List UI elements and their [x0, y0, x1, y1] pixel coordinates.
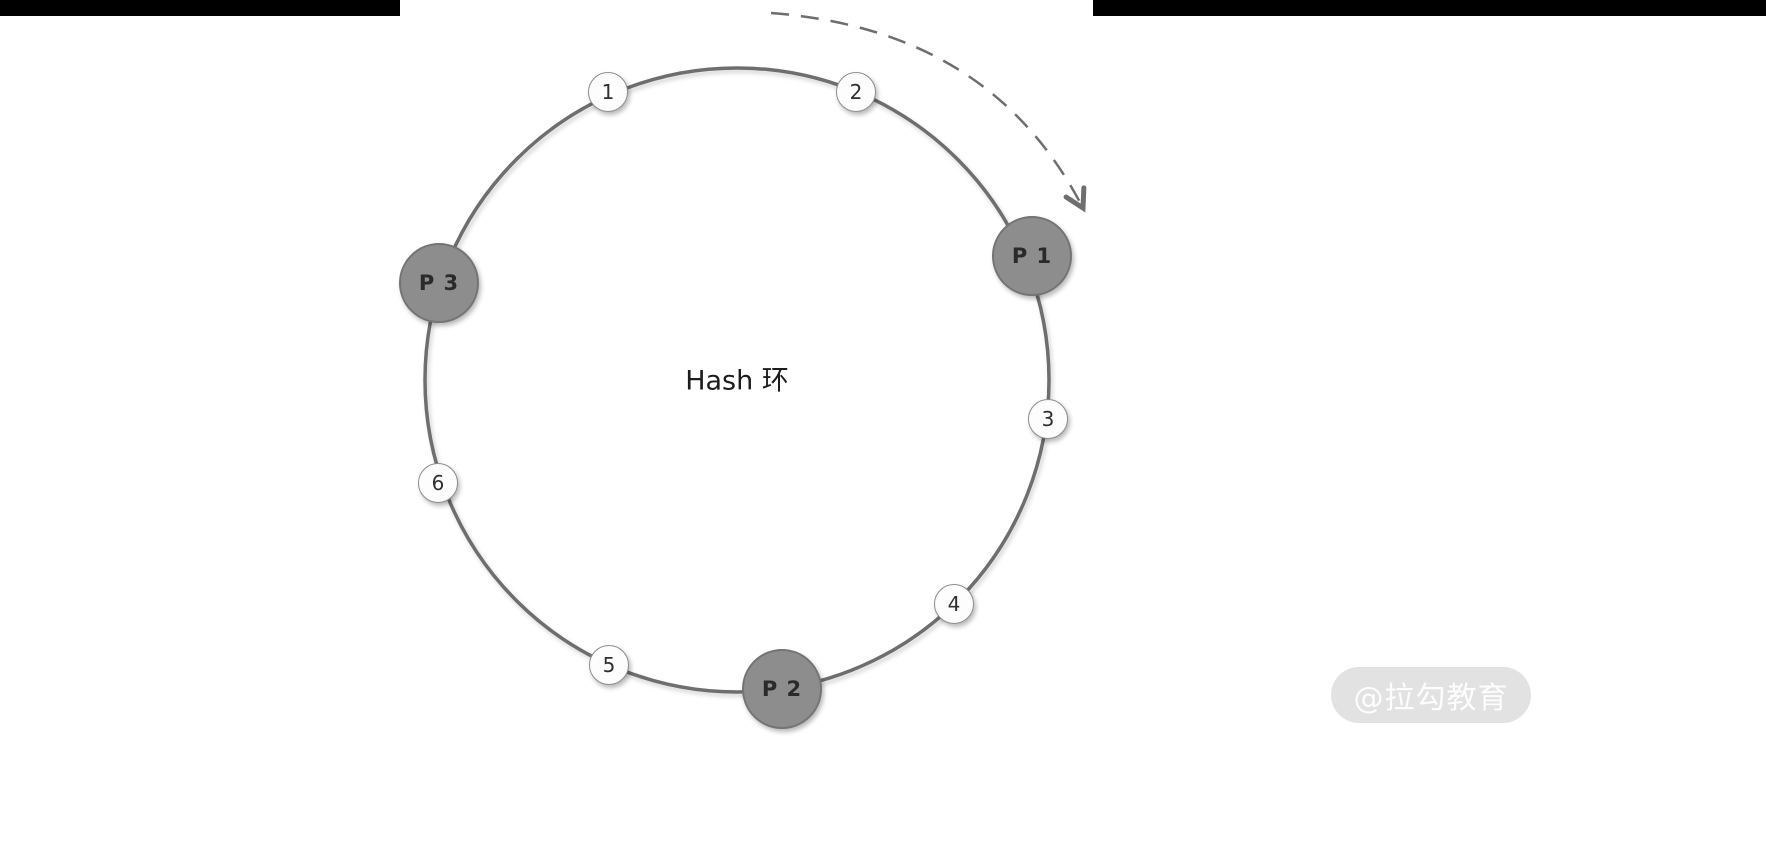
server-node: P 1: [992, 216, 1072, 296]
key-node: 6: [418, 463, 458, 503]
node-label: 5: [602, 653, 616, 677]
node-label: 4: [947, 592, 961, 616]
watermark-badge: @拉勾教育: [1331, 667, 1531, 723]
top-frame-bar-left: [0, 0, 400, 16]
diagram-title: Hash 环: [685, 365, 789, 397]
node-label: P 1: [1011, 244, 1053, 268]
node-label: 2: [849, 80, 863, 104]
clockwise-direction-arrow-icon: [770, 11, 1087, 213]
node-label: P 2: [761, 677, 803, 701]
hash-ring-circle: [423, 66, 1051, 694]
node-label: P 3: [418, 271, 460, 295]
server-node: P 2: [742, 649, 822, 729]
key-node: 3: [1028, 399, 1068, 439]
key-node: 5: [589, 645, 629, 685]
key-node: 4: [934, 584, 974, 624]
node-label: 3: [1041, 407, 1055, 431]
key-node: 1: [588, 72, 628, 112]
key-node: 2: [836, 72, 876, 112]
watermark-text: @拉勾教育: [1353, 681, 1509, 716]
top-frame-bar-right: [1093, 0, 1766, 16]
node-label: 1: [601, 80, 615, 104]
server-node: P 3: [399, 243, 479, 323]
node-label: 6: [431, 471, 445, 495]
